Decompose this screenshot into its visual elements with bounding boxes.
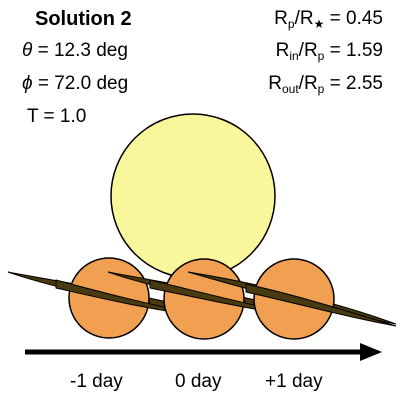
ratio-subscript: p xyxy=(317,82,325,96)
T-param: T = 1.0 xyxy=(27,106,87,127)
phi-symbol: ϕ xyxy=(22,73,33,94)
ratio-subscript: in xyxy=(289,49,299,63)
theta-symbol: θ xyxy=(22,40,33,61)
time-label-minus-1: -1 day xyxy=(70,371,123,392)
ratio-symbol: R xyxy=(275,40,290,61)
planet-plus-1-day xyxy=(187,258,397,340)
ratio-subscript: p xyxy=(317,49,325,63)
star xyxy=(110,113,276,279)
ratio-symbol: R xyxy=(268,73,282,94)
rout-rp-ratio: Rout/Rp = 2.55 xyxy=(268,73,383,96)
ratio-subscript: out xyxy=(281,82,299,96)
time-label-0: 0 day xyxy=(175,371,222,392)
theta-param: θ = 12.3 deg xyxy=(22,40,128,62)
star-subscript: ★ xyxy=(313,17,325,31)
time-arrow xyxy=(25,343,382,361)
time-label-plus-1: +1 day xyxy=(265,371,323,392)
phi-value: = 72.0 deg xyxy=(32,73,129,94)
ratio-value: = 1.59 xyxy=(324,40,383,61)
rp-rstar-ratio: Rp/R★ = 0.45 xyxy=(274,8,383,31)
ratio-value: = 2.55 xyxy=(324,73,383,94)
ratio-symbol: /R xyxy=(294,8,314,29)
theta-value: = 12.3 deg xyxy=(32,40,128,61)
ring-front-right xyxy=(245,283,397,327)
phi-param: ϕ = 72.0 deg xyxy=(22,73,128,95)
ratio-symbol: R xyxy=(274,8,288,29)
ratio-subscript: p xyxy=(287,17,295,31)
solution-title: Solution 2 xyxy=(35,8,132,30)
ratio-symbol: /R xyxy=(298,73,318,94)
rin-rp-ratio: Rin/Rp = 1.59 xyxy=(276,40,383,63)
ratio-symbol: /R xyxy=(298,40,318,61)
ratio-value: = 0.45 xyxy=(324,8,383,29)
